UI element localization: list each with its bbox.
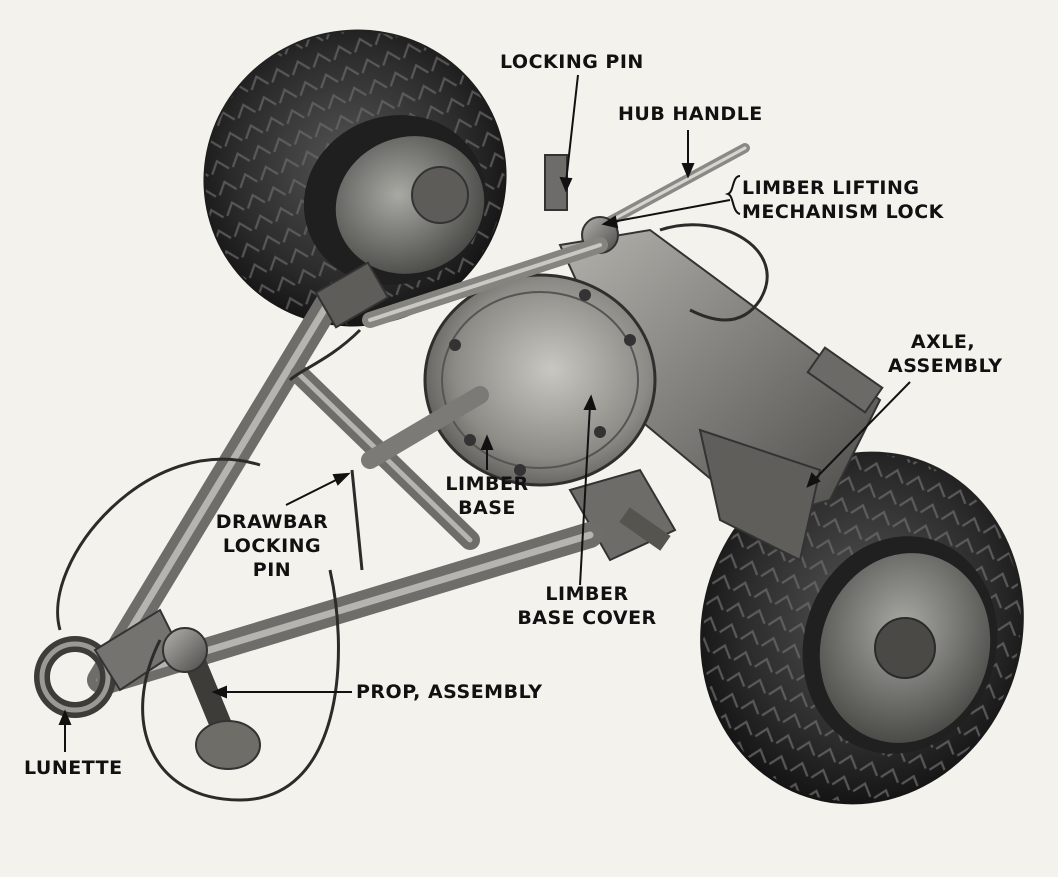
label-limber-lifting-line2: MECHANISM LOCK [742,201,944,223]
label-drawbar-line2: LOCKING [222,535,322,557]
label-drawbar-line1: DRAWBAR [215,511,329,533]
leader-lines [58,74,911,752]
left-wheel [203,29,507,327]
label-limber-base-line1: LIMBER [445,473,529,495]
label-prop-assembly: PROP, ASSEMBLY [356,681,543,703]
label-axle-line1: AXLE, [910,331,976,353]
label-bracket [724,175,741,215]
label-hub-handle: HUB HANDLE [618,103,763,125]
label-limber-cover-line2: BASE COVER [517,607,657,629]
label-limber-base-line2: BASE [458,497,516,519]
cables [56,223,769,802]
axle-assembly [558,228,884,562]
label-drawbar-line3: PIN [252,559,292,581]
label-locking-pin: LOCKING PIN [500,51,644,73]
prop-assembly [162,627,261,770]
label-limber-lifting-line1: LIMBER LIFTING [742,177,920,199]
label-axle-line2: ASSEMBLY [888,355,1003,377]
lunette [34,608,182,718]
label-lunette: LUNETTE [24,757,123,779]
limber-base [423,273,657,487]
label-limber-cover-line1: LIMBER [545,583,629,605]
